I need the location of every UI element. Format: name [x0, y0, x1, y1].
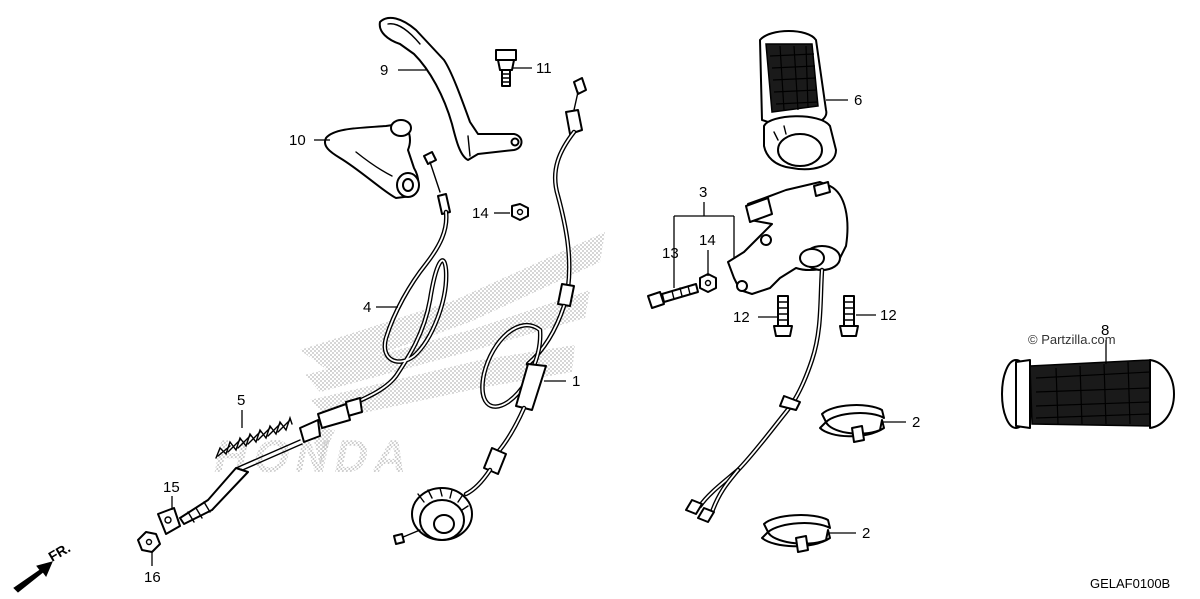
callout-11: 11 — [536, 60, 552, 77]
callout-8: 8 — [1101, 322, 1109, 339]
watermark-text: © Partzilla.com — [1028, 332, 1116, 347]
brake-lever-part-9 — [378, 16, 523, 161]
partzilla-watermark: © Partzilla.com — [1028, 332, 1116, 347]
leader-lines — [151, 67, 1107, 566]
callout-3: 3 — [699, 184, 707, 201]
diagram-code: GELAF0100B — [1090, 576, 1170, 591]
callout-1: 1 — [572, 373, 580, 390]
callout-2-upper: 2 — [912, 414, 920, 431]
band-clip-part-2-upper — [819, 404, 885, 443]
cable-part-4 — [179, 151, 451, 525]
nut-part-16 — [137, 531, 161, 553]
nut-part-14-right — [699, 273, 717, 293]
bolt-part-13 — [647, 283, 699, 309]
callout-labels: 9 11 10 14 4 5 1 15 16 6 3 13 14 12 12 2… — [144, 60, 1109, 586]
callout-14-left: 14 — [472, 205, 489, 222]
adjuster-part-15 — [157, 507, 181, 535]
screw-part-12-left — [773, 295, 793, 337]
callout-15: 15 — [163, 479, 180, 496]
lever-bolt-part-11 — [495, 49, 517, 87]
throttle-cable-part-1 — [393, 77, 587, 545]
callout-6: 6 — [854, 92, 862, 109]
callout-14-right: 14 — [699, 232, 716, 249]
callout-2-lower: 2 — [862, 525, 870, 542]
callout-12-left: 12 — [733, 309, 750, 326]
callout-9: 9 — [380, 62, 388, 79]
grip-part-8 — [1001, 359, 1175, 429]
spring-part-5 — [215, 415, 293, 459]
grip-part-6 — [759, 30, 837, 171]
callout-12-right: 12 — [880, 307, 897, 324]
screw-part-12-right — [839, 295, 859, 337]
front-direction-arrow: FR. — [13, 539, 74, 593]
band-clip-part-2-lower — [761, 514, 831, 553]
callout-5: 5 — [237, 392, 245, 409]
throttle-housing-part-3 — [685, 181, 849, 523]
callout-13: 13 — [662, 245, 679, 262]
lever-bracket-part-10 — [324, 119, 420, 199]
callout-16: 16 — [144, 569, 161, 586]
nut-part-14-left — [511, 203, 529, 221]
direction-label: FR. — [46, 539, 74, 564]
callout-4: 4 — [363, 299, 371, 316]
callout-10: 10 — [289, 132, 306, 149]
